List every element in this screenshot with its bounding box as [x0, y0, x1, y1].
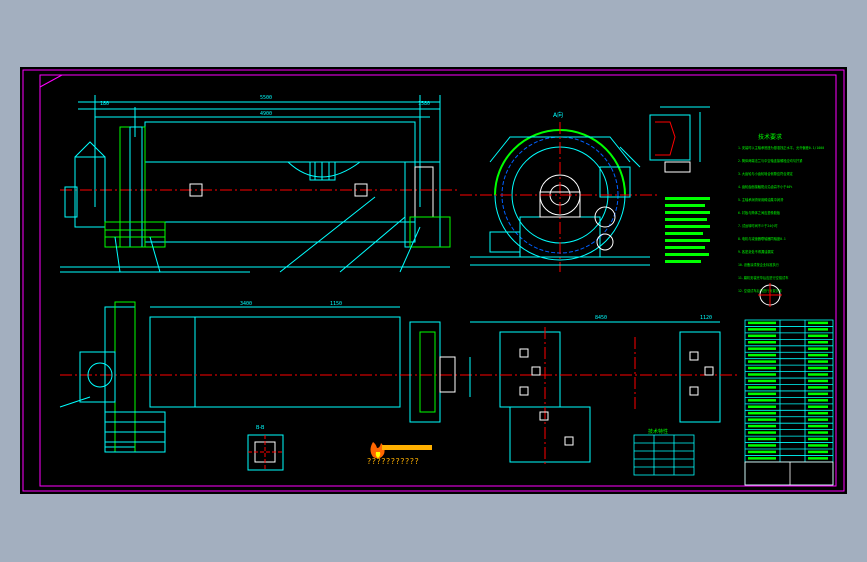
tech-requirement-line: 7.试运转时间不少于24小时 — [738, 223, 778, 228]
parts-list-text-mark — [748, 328, 776, 331]
parts-list-text-mark — [808, 437, 828, 441]
tech-requirement-line: 1.安装时以主轴承底座为基准找正水平，允许偏差0.1/1000 — [738, 145, 824, 150]
dim-180: 180 — [100, 101, 109, 107]
dim-main-length: 5500 — [260, 95, 272, 101]
parts-list-text-mark — [748, 424, 776, 428]
tech-requirement-line: 6.衬板与筒体之间应垫橡胶板 — [738, 210, 781, 215]
left-bearing — [119, 126, 146, 248]
tech-requirement-line: 10.设备涂漆按企业标准执行 — [738, 262, 780, 267]
pinion — [594, 206, 616, 228]
cad-drawing-canvas[interactable]: 5500 4900 180 1580 A向 技术要求 1.安装时以主轴承底座为基… — [20, 67, 847, 494]
tech-requirement-line: 11.磨机安装完毕后应进行空载试车 — [738, 275, 788, 280]
dim-shell-length: 4900 — [260, 111, 272, 117]
parts-list-text-mark — [808, 321, 828, 325]
tech-requirement-line: 2.筒体两端法兰与中空轴连接螺栓应均匀拧紧 — [738, 158, 802, 163]
parts-list-text-mark — [808, 450, 828, 454]
parts-list-text-mark — [748, 347, 776, 350]
parts-list-text-mark — [748, 418, 776, 421]
foundation-plan[interactable] — [460, 321, 740, 467]
dim-1580: 1580 — [418, 101, 430, 107]
tech-requirement-line: 9.各密封处不得漏油漏浆 — [738, 249, 775, 254]
detail-view-seal[interactable] — [649, 106, 710, 173]
parts-list-text-mark — [748, 373, 776, 376]
parts-list-text-mark — [748, 444, 776, 447]
section-b-b[interactable] — [247, 434, 284, 471]
parts-list-text-mark — [748, 431, 776, 434]
corner-mark — [39, 74, 63, 88]
logo-flame-icon — [370, 442, 432, 459]
parts-list-text-mark — [808, 392, 828, 396]
parts-list-text-mark — [808, 399, 828, 402]
parts-list-text-mark — [808, 347, 828, 350]
view-a-label: A向 — [553, 111, 563, 119]
parts-list-text-mark — [748, 386, 776, 389]
parts-list-text-mark — [748, 392, 776, 396]
parts-list-text-mark — [748, 457, 776, 460]
elevation-view[interactable] — [60, 95, 460, 273]
parts-list-text-mark — [808, 386, 828, 389]
plan-view[interactable] — [59, 301, 460, 453]
foundation-dim: 8450 — [595, 315, 607, 321]
parts-list-text-mark — [808, 360, 828, 363]
parts-list-text-mark — [748, 399, 776, 402]
mill-shell — [144, 121, 416, 243]
notes-block — [665, 197, 710, 263]
spec-table-title: 技术特性 — [648, 428, 668, 435]
parts-list-text-mark — [808, 373, 828, 376]
foundation-dim-2: 1120 — [700, 315, 712, 321]
parts-list-text-mark — [808, 457, 828, 460]
plan-dim-1: 3400 — [240, 301, 252, 307]
parts-list-text-mark — [748, 334, 776, 338]
tech-requirement-line: 12.空载试车后再进行负载试车 — [738, 288, 782, 293]
title-block[interactable] — [744, 319, 834, 486]
projection-symbol — [758, 283, 782, 307]
parts-list-text-mark — [808, 366, 828, 370]
parts-list-text-mark — [808, 405, 828, 408]
parts-list-text-mark — [808, 334, 828, 338]
tech-requirement-line: 5.主轴承润滑采用稀油集中润滑 — [738, 197, 784, 202]
plan-dim-2: 1150 — [330, 301, 342, 307]
plan-shell — [149, 316, 401, 408]
parts-list-text-mark — [808, 418, 828, 421]
spec-table[interactable] — [633, 434, 695, 476]
parts-list-text-mark — [748, 411, 776, 415]
section-label: B-B — [256, 425, 265, 431]
end-view-a[interactable] — [460, 122, 660, 272]
parts-list-text-mark — [808, 411, 828, 415]
parts-list-text-mark — [808, 424, 828, 428]
parts-list-text-mark — [748, 366, 776, 370]
parts-list-text-mark — [808, 341, 828, 344]
manhole — [287, 161, 361, 178]
parts-list-text-mark — [748, 405, 776, 408]
parts-list-text-mark — [748, 379, 776, 383]
tech-requirement-line: 3.大齿轮与小齿轮啮合侧隙应符合规定 — [738, 171, 794, 176]
parts-list-text-mark — [748, 341, 776, 344]
logo-caption: ??????????? — [367, 457, 420, 466]
tech-requirement-line: 4.齿轮齿面接触斑点沿齿高不小于40% — [738, 184, 792, 189]
cad-viewport[interactable]: 5500 4900 180 1580 A向 技术要求 1.安装时以主轴承底座为基… — [20, 67, 847, 494]
tech-requirement-line: 8.电机与减速器联轴器同轴度0.1 — [738, 236, 786, 241]
parts-list-text-mark — [808, 328, 828, 331]
parts-list-text-mark — [748, 450, 776, 454]
tech-requirements-title: 技术要求 — [758, 133, 782, 141]
inner-border — [39, 74, 837, 487]
tech-requirements-block: 技术要求 1.安装时以主轴承底座为基准找正水平，允许偏差0.1/1000 2.筒体… — [738, 133, 824, 293]
parts-list-text-mark — [748, 321, 776, 325]
parts-list-text-mark — [748, 437, 776, 441]
parts-list-text-mark — [808, 379, 828, 383]
parts-list-text-mark — [808, 353, 828, 357]
outer-border — [22, 69, 845, 492]
parts-list-text-mark — [808, 444, 828, 447]
parts-list-text-mark — [748, 360, 776, 363]
feed-chute — [74, 156, 106, 228]
parts-list-text-mark — [748, 353, 776, 357]
parts-list-text-mark — [808, 431, 828, 434]
